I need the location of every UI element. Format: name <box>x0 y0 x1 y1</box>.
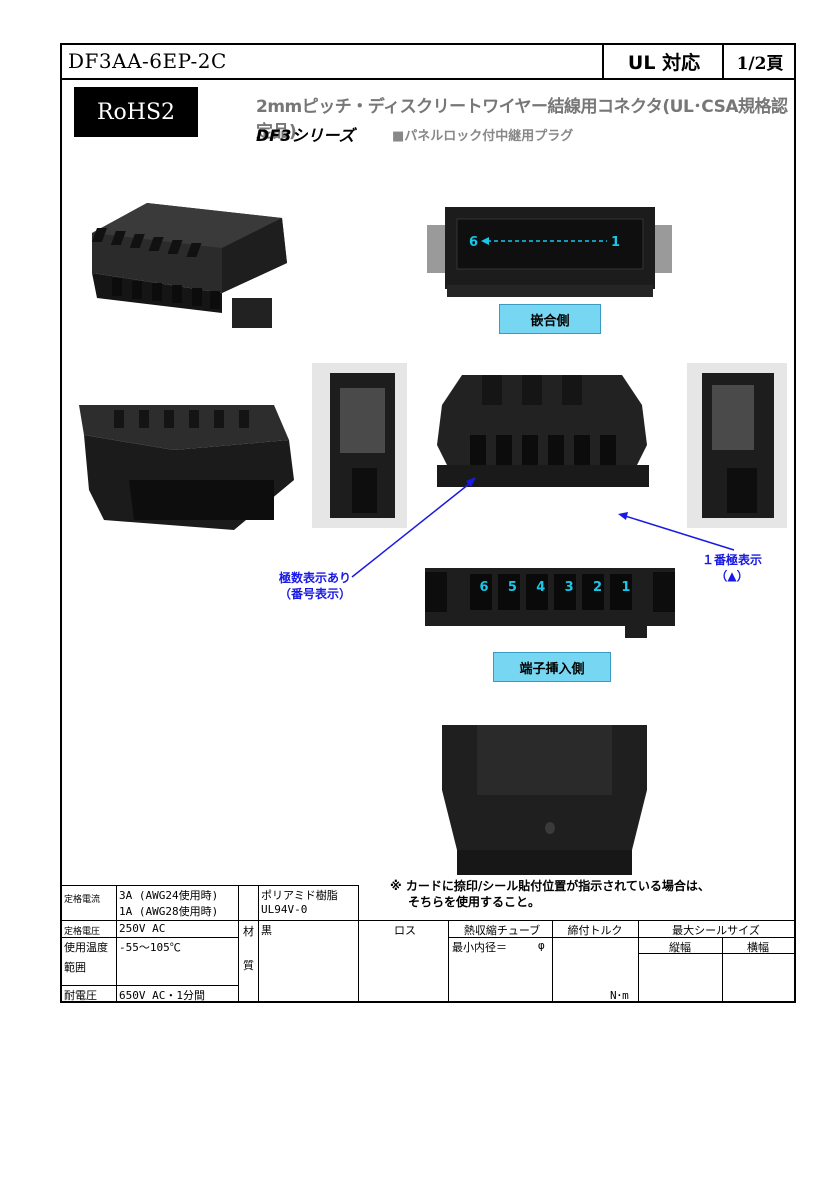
drawing-sheet: DF3AA-6EP-2C UL 対応 1/2頁 RoHS2 2mmピッチ・ディス… <box>60 43 796 1003</box>
pin-numbers-line2: （番号表示） <box>278 587 351 601</box>
part-number: DF3AA-6EP-2C <box>68 49 227 73</box>
marking-note: ※ カードに捺印/シール貼付位置が指示されている場合は、 そちらを使用すること。 <box>390 878 710 910</box>
temp-label-1: 使用温度 <box>64 941 108 954</box>
withstand-label: 耐電圧 <box>64 989 97 1002</box>
mating-end-number: 1 <box>611 235 620 250</box>
mating-side-caption: 嵌合側 <box>499 304 601 334</box>
product-subtitle: ■パネルロック付中継用プラグ <box>392 129 574 144</box>
seal-height-header: 縦幅 <box>669 941 691 954</box>
terminal-side-photo <box>425 568 675 638</box>
temp-range: -55～105℃ <box>119 941 181 954</box>
pin-numbers-note: 極数表示あり （番号表示） <box>260 570 370 602</box>
material-label-1: 材 <box>243 925 254 938</box>
page-number: 1/2頁 <box>722 45 796 78</box>
material-label-2: 質 <box>243 959 254 972</box>
rated-current-2: 1A (AWG28使用時) <box>119 905 219 918</box>
resin-name: ポリアミド樹脂 <box>261 889 338 902</box>
torque-header: 締付トルク <box>567 924 623 937</box>
pin1-note: １番極表示 （▲） <box>682 552 782 584</box>
terminal-numbers: 6 5 4 3 2 1 <box>470 580 640 600</box>
side-view-photo-left <box>312 363 407 528</box>
tube-min-dia: 最小内径＝ <box>452 941 507 954</box>
side-view-photo-right <box>687 363 787 528</box>
resin-color: 黒 <box>261 924 272 937</box>
rated-voltage-label: 定格電圧 <box>64 927 101 937</box>
front-view-photo <box>437 375 649 487</box>
terminal-number: 2 <box>593 580 603 595</box>
rohs-badge: RoHS2 <box>74 87 198 137</box>
marking-note-line1: ※ カードに捺印/シール貼付位置が指示されている場合は、 <box>390 879 710 893</box>
rear-view-photo <box>442 725 647 875</box>
ul-label: UL 対応 <box>602 45 724 78</box>
terminal-number: 6 <box>479 580 489 595</box>
terminal-number: 5 <box>507 580 517 595</box>
rated-current-label: 定格電流 <box>64 895 101 905</box>
marking-note-line2: そちらを使用すること。 <box>408 895 541 909</box>
product-title: 2mmピッチ・ディスクリートワイヤー結線用コネクタ(UL･CSA規格認定品) <box>256 97 788 142</box>
annotation-arrows <box>351 477 735 578</box>
mating-start-number: 6 <box>469 235 478 250</box>
tube-header: 熱収縮チューブ <box>463 924 541 937</box>
terminal-number: 1 <box>621 580 631 595</box>
series-name: DF3シリーズ <box>256 126 355 145</box>
mating-side-photo: 6 1 <box>427 207 672 297</box>
withstand-voltage: 650V AC・1分間 <box>119 989 205 1002</box>
spec-table: 定格電流 3A (AWG24使用時) 1A (AWG28使用時) 定格電圧 25… <box>62 885 794 1002</box>
lot-header: ロス <box>394 924 416 937</box>
torque-unit: N･m <box>610 989 629 1002</box>
connector-iso-photo-2 <box>79 405 294 530</box>
terminal-number: 4 <box>536 580 546 595</box>
seal-header: 最大シールサイズ <box>672 924 760 937</box>
rated-voltage: 250V AC <box>119 922 166 935</box>
pin-numbers-line1: 極数表示あり <box>278 571 351 585</box>
pin1-line2: （▲） <box>715 569 749 583</box>
terminal-number: 3 <box>564 580 574 595</box>
tube-phi: φ <box>538 939 545 952</box>
temp-label-2: 範囲 <box>64 961 86 974</box>
connector-iso-photo-1 <box>91 203 287 328</box>
resin-grade: UL94V-0 <box>261 903 308 916</box>
terminal-side-caption: 端子挿入側 <box>493 652 611 682</box>
header-row: DF3AA-6EP-2C UL 対応 1/2頁 <box>62 45 794 80</box>
seal-width-header: 横幅 <box>747 941 769 954</box>
rated-current-1: 3A (AWG24使用時) <box>119 889 219 902</box>
pin1-line1: １番極表示 <box>701 553 762 567</box>
